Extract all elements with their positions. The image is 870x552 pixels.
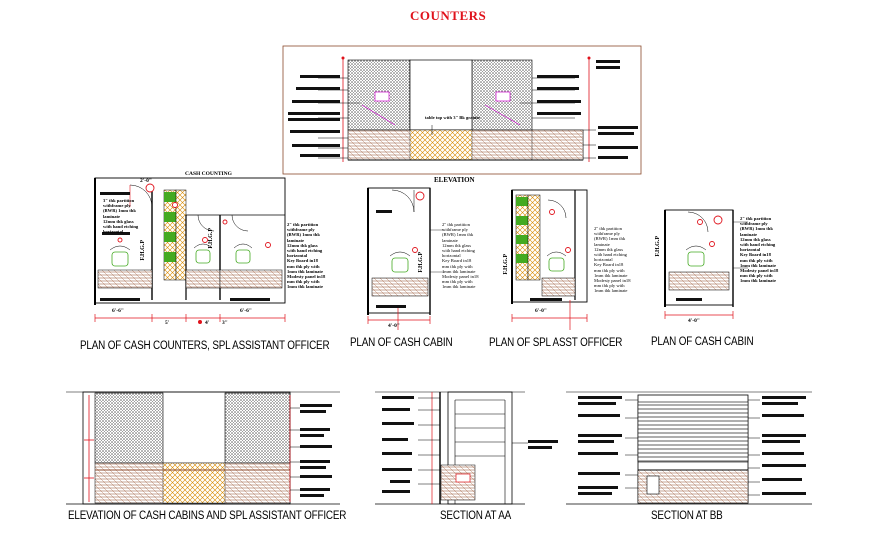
notes-cabin-2: 2" thk partition withframe ply (BWR) 1mm… xyxy=(740,216,778,284)
note-line: 1mm thk laminate xyxy=(740,262,776,268)
notes-spl: 2" thk partition withframe ply (BWR) 1mm… xyxy=(594,226,631,294)
dim-7: 6'-0" xyxy=(535,308,547,314)
dim-3: 4' xyxy=(205,320,210,326)
notes-cabin-1: 2" thk partition withframe ply (BWR) 1mm… xyxy=(442,222,479,290)
note-line: mm thk ply with xyxy=(287,263,320,269)
caption-plan-cash-cabin-1: PLAN OF CASH CABIN xyxy=(350,337,453,349)
note-line: 12mm thk glass xyxy=(594,246,624,252)
note-line: mm thk ply with xyxy=(594,283,625,289)
note-line: withframe ply xyxy=(740,221,768,227)
note-line: laminate xyxy=(594,241,610,247)
note-line: 2" thk partition xyxy=(740,216,772,221)
note-line: 2" thk partition xyxy=(442,222,470,227)
label-fhgp-4: F.H.G.P xyxy=(655,236,661,257)
note-line: mm thk ply with xyxy=(740,273,773,279)
section-bb xyxy=(566,391,812,505)
note-line: mm thk ply with xyxy=(740,257,773,263)
dim-1: 6'-6" xyxy=(112,308,124,314)
caption-plan-cash-cabin-2: PLAN OF CASH CABIN xyxy=(651,336,754,348)
note-line: (BWR) 1mm thk xyxy=(287,232,320,238)
dim-6: 4'-0" xyxy=(388,323,400,329)
note-line: (BWR) 1mm thk xyxy=(594,236,626,242)
note-line: Modesty panel in18 xyxy=(740,268,779,274)
note-line: mm thk ply with xyxy=(442,279,473,285)
note-line: 12mm thk glass xyxy=(103,218,134,224)
note-line: Key Board in18 xyxy=(287,258,318,264)
note-line: horizontal xyxy=(103,229,124,235)
note-line: Modesty panel in18 xyxy=(442,274,479,280)
note-line: horizontal xyxy=(594,257,613,263)
label-fhgp-5: F.H.G.P xyxy=(208,228,214,249)
note-line: laminate xyxy=(442,237,458,243)
note-line: (BWR) 1mm thk xyxy=(442,232,474,238)
note-line: withframe ply xyxy=(594,231,620,237)
note-line: 12mm thk glass xyxy=(442,242,472,248)
note-line: with hand etching xyxy=(287,248,323,254)
note-line: 1mm thk laminate xyxy=(442,284,476,290)
section-aa xyxy=(375,391,558,505)
label-cash-counting: CASH COUNTING xyxy=(185,171,232,177)
note-line: Key Board in18 xyxy=(594,262,624,268)
note-line: mm thk ply with xyxy=(287,279,320,285)
note-line: 2" thk partition xyxy=(287,222,319,227)
note-line: mm thk ply with xyxy=(442,263,473,269)
caption-plan-spl-asst: PLAN OF SPL ASST OFFICER xyxy=(489,337,623,349)
note-table-top: table top with 3" Bk granite xyxy=(425,115,480,120)
label-fhgp-2: F.H.G.P xyxy=(418,252,424,273)
notes-counter-left: 3" thk partition withframe ply (BWR) 1mm… xyxy=(103,198,138,234)
note-line: horizontal xyxy=(287,253,308,259)
note-line: with hand etching xyxy=(594,252,627,258)
note-line: laminate xyxy=(287,237,305,243)
note-line: (BWR) 1mm thk xyxy=(740,226,773,232)
sheet-title: COUNTERS xyxy=(410,8,487,23)
label-fhgp-1: F.H.G.P xyxy=(140,240,146,261)
plan-cash-cabin-1 xyxy=(367,187,444,330)
plan-cash-cabin-2 xyxy=(664,209,748,319)
note-line: 12mm thk glass xyxy=(740,236,771,242)
dim-5: 6'-6" xyxy=(240,308,252,314)
note-line: with hand etching xyxy=(103,224,139,230)
caption-section-aa: SECTION AT AA xyxy=(440,510,512,522)
dim-8: 4'-0" xyxy=(688,318,700,324)
note-line: Modesty panel in18 xyxy=(287,274,326,280)
caption-plan-cash-counters: PLAN OF CASH COUNTERS, SPL ASSISTANT OFF… xyxy=(80,340,330,352)
note-line: Key Board in18 xyxy=(740,252,771,258)
note-line: with hand etching xyxy=(442,248,475,254)
note-line: 1mm thk laminate xyxy=(287,268,323,274)
note-line: horizontal xyxy=(442,253,461,259)
note-line: Modesty panel in18 xyxy=(594,278,631,284)
caption-elevation-bottom: ELEVATION OF CASH CABINS AND SPL ASSISTA… xyxy=(68,510,347,522)
bottom-elevation xyxy=(66,391,340,505)
caption-section-bb: SECTION AT BB xyxy=(651,510,723,522)
top-elevation xyxy=(282,45,642,175)
notes-counter-right: 2" thk partition withframe ply (BWR) 1mm… xyxy=(287,222,325,290)
plan-cash-counters xyxy=(94,177,286,324)
note-line: withframe ply xyxy=(287,227,315,233)
note-line: 1mm thk laminate xyxy=(594,288,628,294)
dim-4: 3" xyxy=(222,320,228,326)
label-fhgp-3: F.H.G.P xyxy=(503,254,509,275)
note-line: 1mm thk laminate xyxy=(740,278,776,284)
note-line: mm thk ply with xyxy=(594,267,625,273)
note-line: with hand etching xyxy=(740,242,776,248)
note-line: 12mm thk glass xyxy=(287,242,318,248)
dim-9: 2'-0" xyxy=(140,178,152,184)
note-line: horizontal xyxy=(740,247,761,253)
note-line: 1mm thk laminate xyxy=(442,268,476,274)
note-line: (BWR) 1mm thk xyxy=(103,208,136,214)
note-line: withframe ply xyxy=(103,203,131,209)
note-line: laminate xyxy=(103,213,121,219)
dim-2: 5' xyxy=(165,320,170,326)
note-line: 3" thk partition xyxy=(103,198,135,203)
note-line: withframe ply xyxy=(442,227,468,233)
note-line: laminate xyxy=(740,231,758,237)
note-line: 1mm thk laminate xyxy=(287,284,323,290)
note-line: Key Board in18 xyxy=(442,258,472,264)
note-line: 1mm thk laminate xyxy=(594,272,628,278)
note-line: 2" thk partition xyxy=(594,226,622,231)
plan-spl-asst-officer xyxy=(511,189,588,330)
caption-elevation-top: ELEVATION xyxy=(434,176,475,184)
